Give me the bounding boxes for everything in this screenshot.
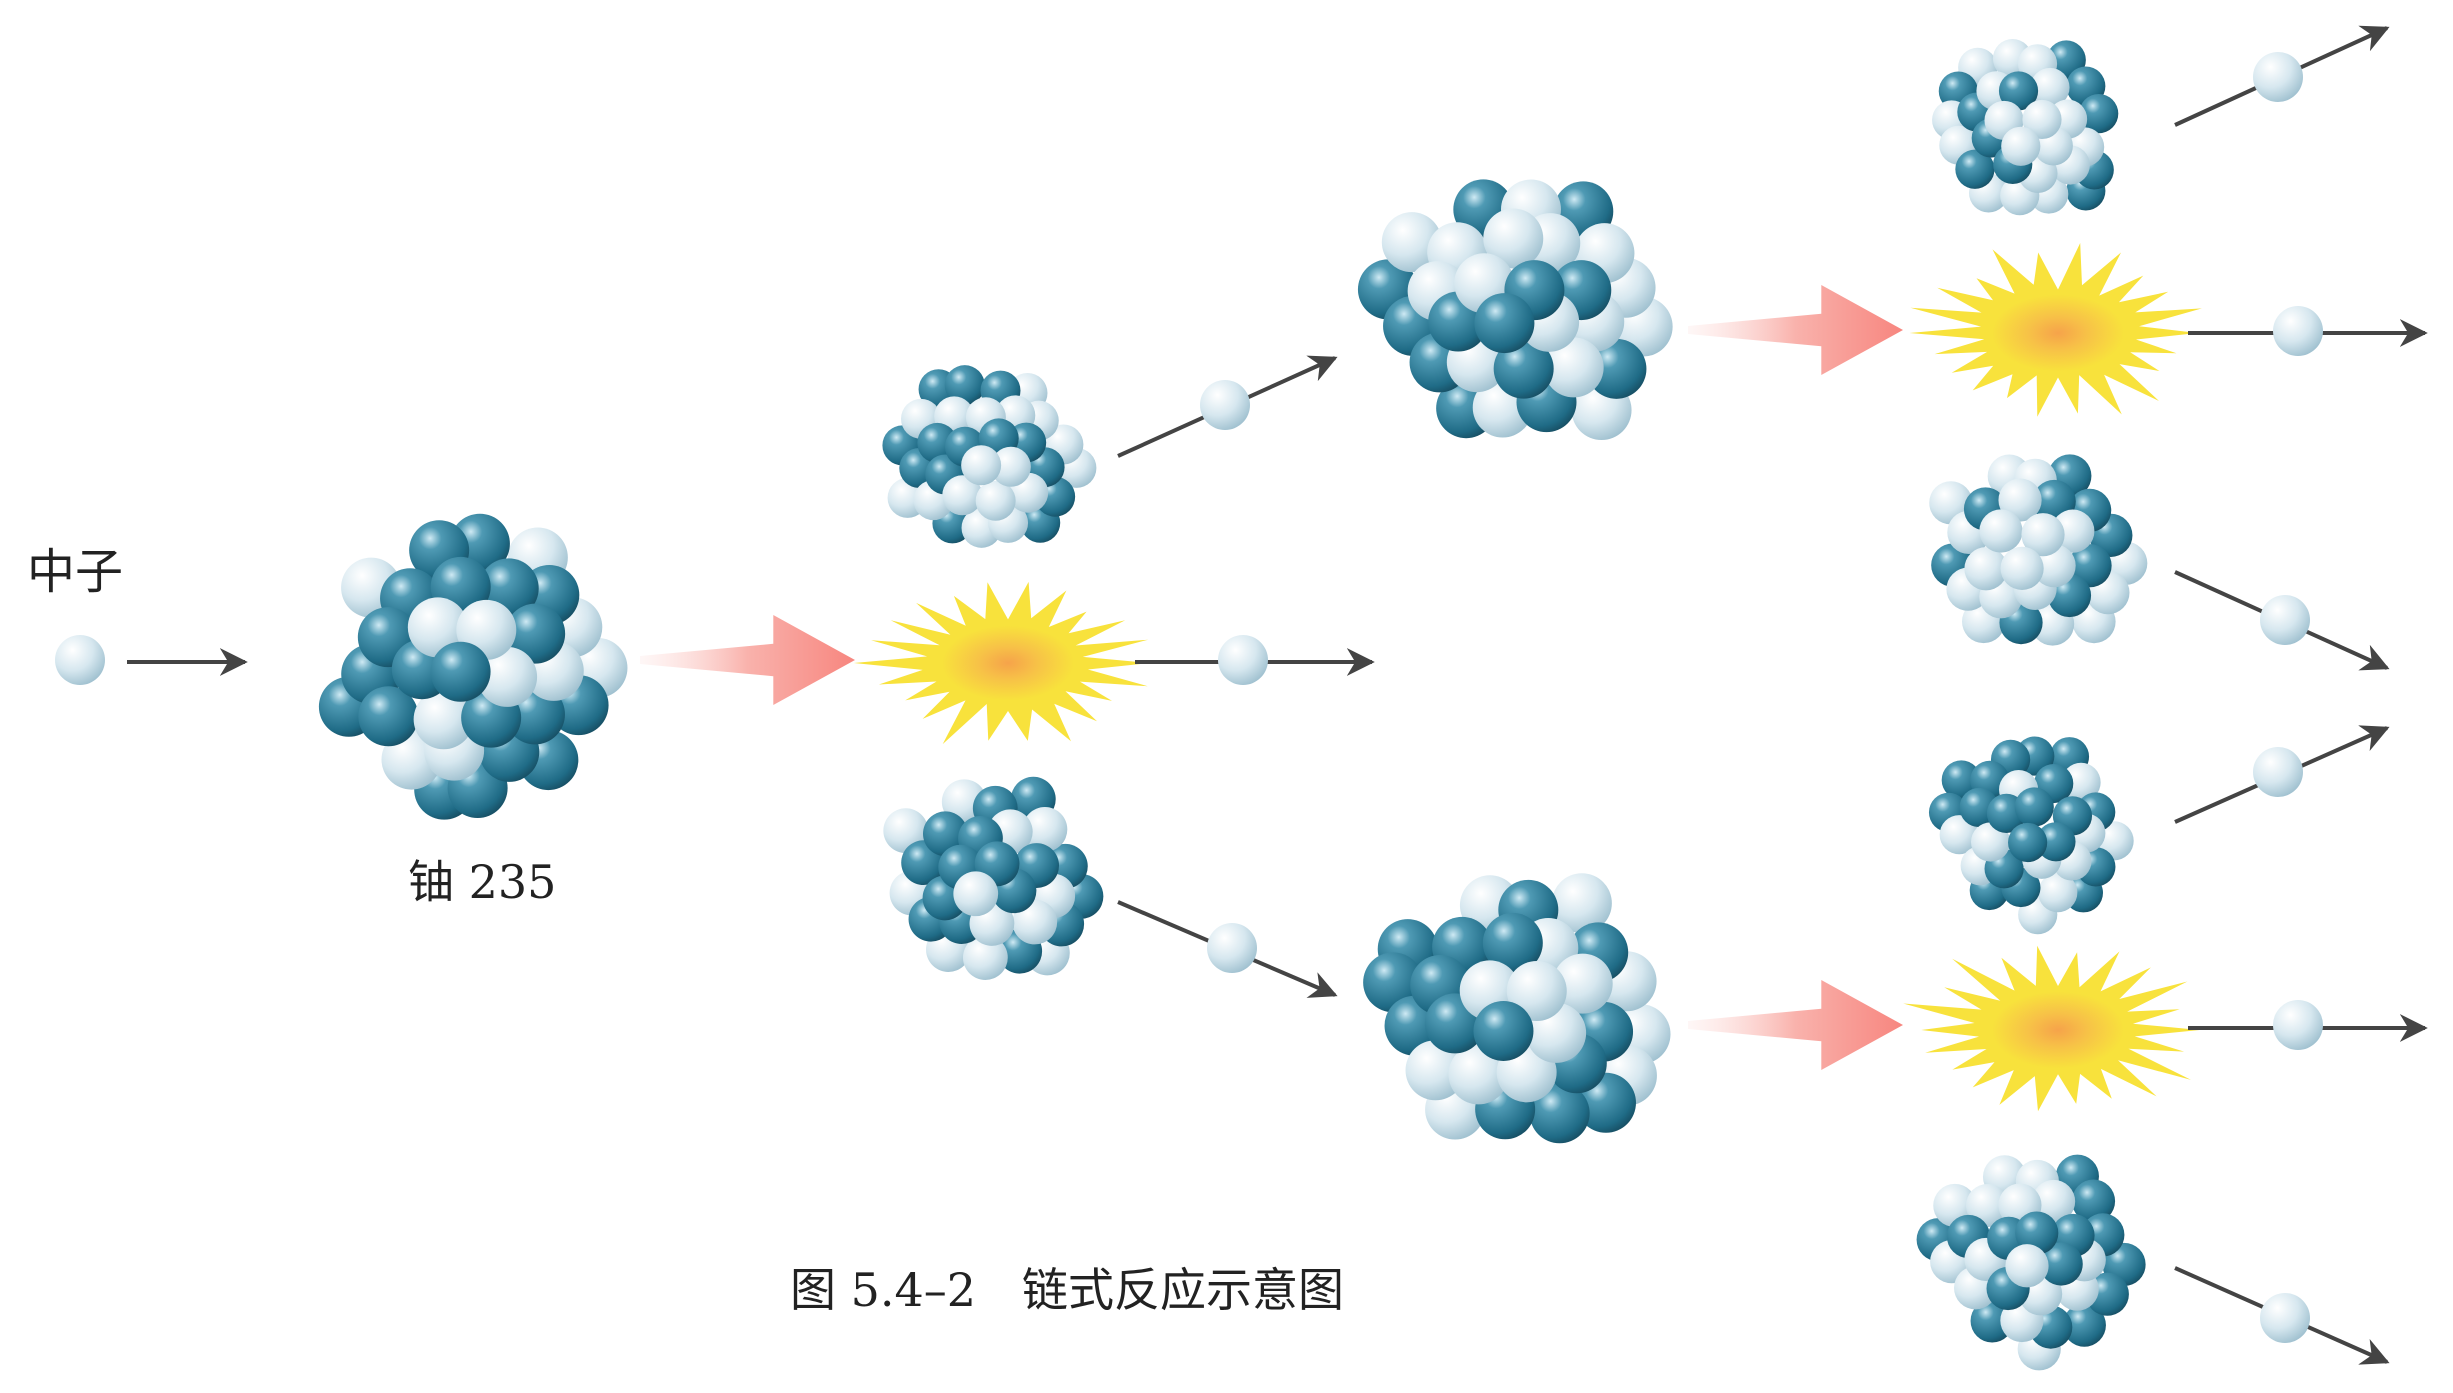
neutron-particle bbox=[1551, 873, 1612, 934]
proton bbox=[1473, 1000, 1534, 1061]
proton bbox=[2062, 1303, 2106, 1347]
neutron-particle bbox=[1448, 1044, 1509, 1105]
neutron-particle bbox=[1552, 953, 1613, 1014]
free-neutron bbox=[1200, 380, 1250, 430]
neutron-particle bbox=[1506, 961, 1567, 1022]
reaction-arrow bbox=[1688, 285, 1903, 375]
free-neutron bbox=[1218, 635, 1268, 685]
proton bbox=[358, 686, 419, 747]
proton bbox=[1474, 293, 1535, 354]
neutron-particle bbox=[1979, 509, 2023, 553]
neutron-particle bbox=[962, 935, 1008, 980]
uranium-235-nucleus-lower bbox=[1363, 873, 1671, 1144]
neutron-particle bbox=[961, 445, 1002, 486]
fission-fragment bbox=[1932, 39, 2119, 216]
reaction-arrow bbox=[1688, 980, 1903, 1070]
neutron-particle bbox=[1939, 815, 1979, 855]
neutron-particle bbox=[407, 597, 468, 658]
neutron-particle bbox=[2038, 873, 2078, 913]
neutron-particle bbox=[477, 646, 538, 707]
proton bbox=[1998, 71, 2039, 111]
proton bbox=[2071, 1179, 2116, 1223]
proton bbox=[1970, 1299, 2014, 1343]
neutron-particle bbox=[990, 446, 1031, 487]
neutron-particle bbox=[1543, 337, 1604, 398]
proton bbox=[430, 641, 491, 702]
fission-burst bbox=[853, 581, 1151, 745]
free-neutron bbox=[1207, 923, 1257, 973]
free-neutron bbox=[2253, 747, 2303, 797]
neutron-particle bbox=[2030, 67, 2070, 108]
fission-fragment bbox=[1916, 1154, 2146, 1371]
proton bbox=[1482, 912, 1543, 973]
free-neutron bbox=[2273, 306, 2323, 356]
neutron-particle bbox=[953, 871, 999, 917]
free-neutron bbox=[2260, 595, 2310, 645]
proton bbox=[2036, 822, 2076, 862]
proton bbox=[1493, 338, 1554, 399]
proton bbox=[1955, 149, 1995, 189]
uranium-235-label: 铀 235 bbox=[408, 855, 557, 909]
proton bbox=[1586, 338, 1647, 399]
fission-burst bbox=[1903, 945, 2200, 1112]
fission-fragment bbox=[1929, 454, 2148, 646]
neutron-particle bbox=[1483, 208, 1544, 269]
neutron-particle bbox=[2031, 1179, 2076, 1224]
neutron-particle bbox=[1381, 212, 1442, 273]
proton bbox=[2015, 1211, 2059, 1255]
figure-caption: 图 5.4–2 链式反应示意图 bbox=[790, 1263, 1345, 1317]
neutron-particle bbox=[1965, 1183, 2010, 1228]
free-neutron bbox=[2273, 1000, 2323, 1050]
free-neutron bbox=[2253, 52, 2303, 102]
proton bbox=[505, 603, 566, 664]
neutron-particle bbox=[2001, 126, 2041, 166]
proton bbox=[1529, 1083, 1590, 1144]
neutron-particle bbox=[1022, 807, 1068, 852]
neutron-particle bbox=[975, 480, 1016, 521]
neutron-particle bbox=[413, 689, 474, 750]
fission-fragment-bottom bbox=[883, 776, 1104, 980]
neutron-particle bbox=[1405, 1040, 1466, 1101]
proton bbox=[2039, 1242, 2083, 1286]
uranium-235-nucleus-upper bbox=[1357, 179, 1673, 441]
fission-fragment-top bbox=[882, 365, 1097, 548]
fission-burst bbox=[1909, 243, 2202, 417]
incoming-neutron bbox=[55, 635, 105, 685]
proton bbox=[944, 365, 985, 406]
proton bbox=[2014, 787, 2054, 827]
proton bbox=[2079, 94, 2119, 134]
fission-fragment bbox=[1928, 736, 2134, 935]
neutron-particle bbox=[2022, 99, 2062, 140]
neutron-particle bbox=[2021, 513, 2065, 557]
reaction-arrow bbox=[640, 615, 855, 705]
neutron-particle bbox=[1998, 478, 2042, 522]
neutron-particle bbox=[1970, 822, 2011, 862]
neutron-particle bbox=[1964, 547, 2008, 591]
neutron-particle bbox=[2005, 1244, 2049, 1288]
free-neutron bbox=[2260, 1293, 2310, 1343]
proton bbox=[923, 811, 968, 857]
uranium-235-nucleus bbox=[318, 513, 628, 820]
proton bbox=[2008, 822, 2048, 863]
neutron-particle bbox=[942, 475, 983, 516]
neutron-label: 中子 bbox=[27, 544, 124, 600]
neutron-particle bbox=[2000, 546, 2044, 590]
